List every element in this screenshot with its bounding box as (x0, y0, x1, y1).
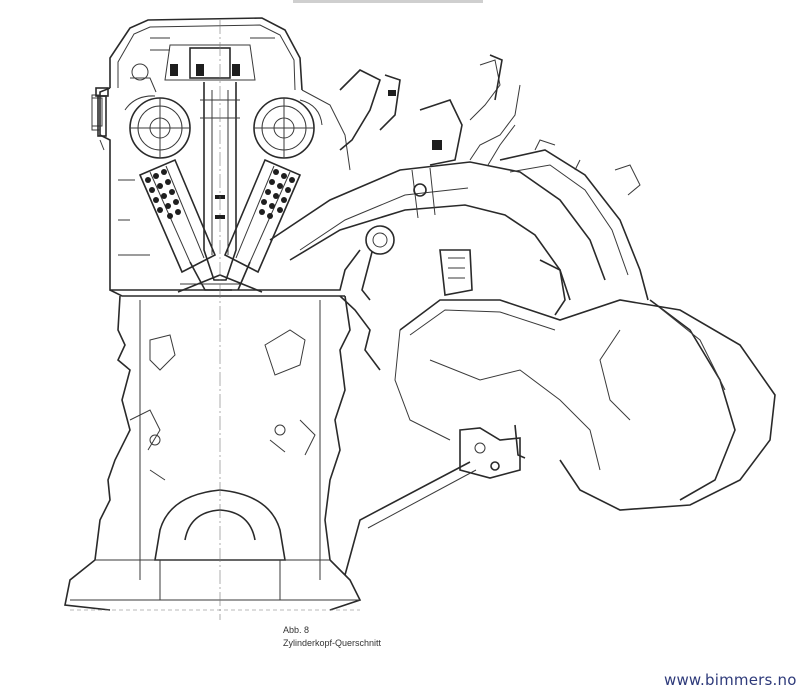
support-bracket (344, 424, 526, 576)
head-bolts (95, 87, 109, 151)
figure-title: Zylinderkopf-Querschnitt (283, 638, 382, 648)
watermark: www.bimmers.no (664, 671, 797, 689)
injector-assembly (339, 54, 503, 166)
valve-cover (109, 17, 303, 93)
coolant-hose (339, 225, 473, 371)
cylinder-head-body (91, 87, 361, 297)
engine-block (64, 295, 362, 611)
intake-elbow (499, 139, 649, 316)
exhaust-port-pipe (269, 84, 606, 301)
top-text-remnant (293, 0, 483, 3)
figure-number: Abb. 8 (283, 625, 310, 635)
intake-plenum (394, 299, 776, 511)
intake-valve-spring (138, 158, 232, 291)
exhaust-valve-spring (223, 158, 302, 291)
exhaust-camshaft (253, 97, 323, 159)
intake-camshaft (124, 95, 191, 159)
